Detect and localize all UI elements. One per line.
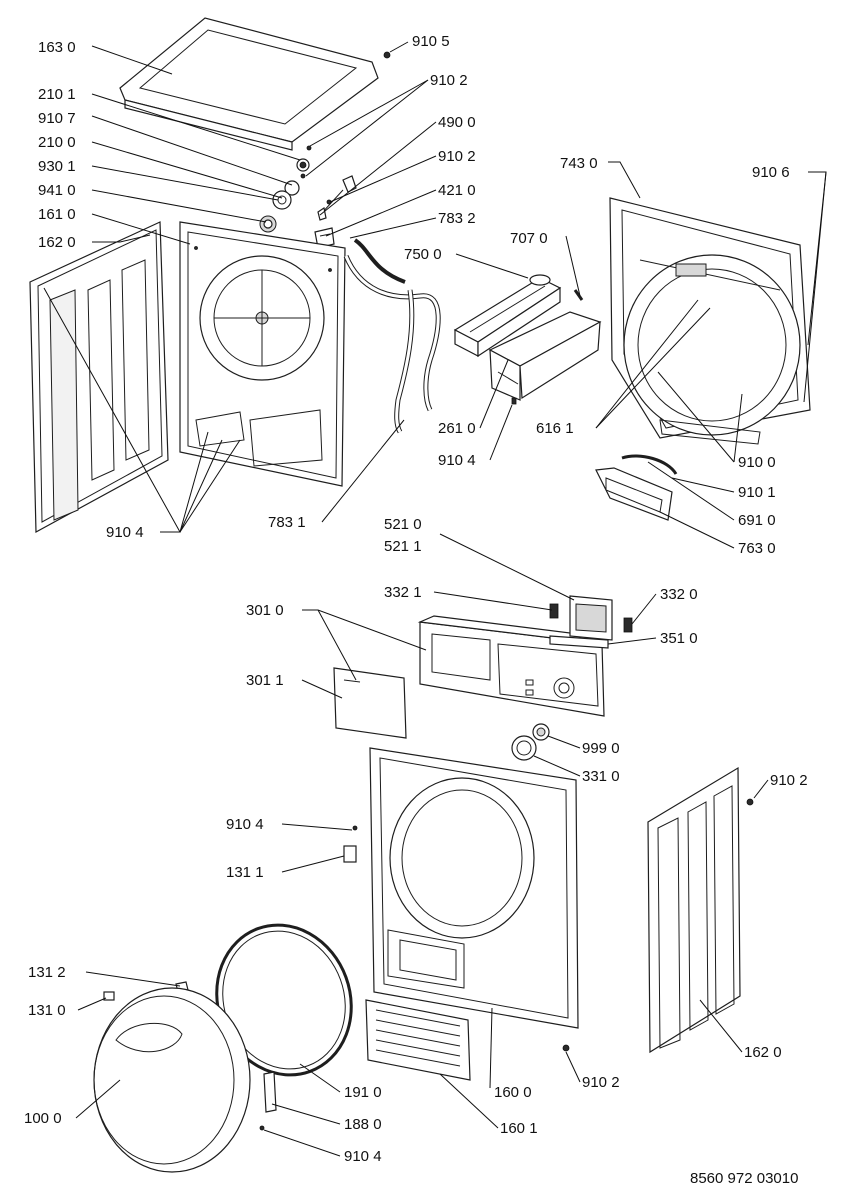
part-labels: 163 0 910 5 910 2 210 1 490 0 910 7 210 … [24, 33, 808, 1187]
screw-icon [306, 145, 312, 151]
part-label: 707 0 [510, 230, 548, 247]
part-label: 191 0 [344, 1084, 382, 1101]
part-label: 162 0 [744, 1044, 782, 1061]
side-panel-right [647, 766, 741, 1054]
part-label: 210 1 [38, 86, 76, 103]
part-label: 521 0 [384, 516, 422, 533]
part-label: 616 1 [536, 420, 574, 437]
part-label: 301 1 [246, 672, 284, 689]
part-label: 910 6 [752, 164, 790, 181]
part-label: 210 0 [38, 134, 76, 151]
part-label: 160 0 [494, 1084, 532, 1101]
part-label: 783 2 [438, 210, 476, 227]
part-label: 910 2 [582, 1074, 620, 1091]
part-label: 261 0 [438, 420, 476, 437]
part-label: 910 2 [438, 148, 476, 165]
clip-part [573, 289, 584, 301]
part-label: 421 0 [438, 182, 476, 199]
part-label: 331 0 [582, 768, 620, 785]
rear-side-panel-left [29, 221, 169, 533]
part-label: 910 4 [106, 524, 144, 541]
door-part [93, 987, 251, 1173]
screw-icon [383, 51, 391, 59]
front-frame-part [609, 197, 811, 445]
screw-icon [300, 173, 306, 179]
latch-part [103, 991, 115, 1001]
part-label: 100 0 [24, 1110, 62, 1127]
part-label: 750 0 [404, 246, 442, 263]
part-label: 161 0 [38, 206, 76, 223]
part-label: 160 1 [500, 1120, 538, 1137]
part-label: 941 0 [38, 182, 76, 199]
part-label: 490 0 [438, 114, 476, 131]
part-label: 332 1 [384, 584, 422, 601]
part-label: 131 1 [226, 864, 264, 881]
screw-icon [352, 825, 358, 831]
hose-parts [343, 238, 441, 434]
bearing-parts [259, 158, 310, 233]
part-label: 999 0 [582, 740, 620, 757]
electronic-board-part [549, 595, 633, 649]
part-label: 930 1 [38, 158, 76, 175]
part-label: 188 0 [344, 1116, 382, 1133]
screw-icon [746, 798, 754, 806]
screw-icon [562, 1044, 570, 1052]
part-label: 910 0 [738, 454, 776, 471]
part-label: 691 0 [738, 512, 776, 529]
document-number: 8560 972 03010 [690, 1170, 798, 1187]
part-label: 301 0 [246, 602, 284, 619]
grille-part [365, 999, 471, 1081]
part-label: 763 0 [738, 540, 776, 557]
handle-cover-part [333, 667, 407, 739]
part-label: 910 4 [438, 452, 476, 469]
part-label: 910 4 [226, 816, 264, 833]
tank-container-part [488, 311, 602, 405]
front-panel-part [369, 747, 579, 1029]
part-label: 910 5 [412, 33, 450, 50]
knob-part [511, 723, 550, 761]
part-label: 131 0 [28, 1002, 66, 1019]
part-label: 910 4 [344, 1148, 382, 1165]
water-tank-part [453, 274, 562, 358]
filter-parts [595, 454, 678, 521]
part-label: 163 0 [38, 39, 76, 56]
screw-icon [259, 1125, 265, 1131]
part-label: 131 2 [28, 964, 66, 981]
part-label: 332 0 [660, 586, 698, 603]
part-label: 162 0 [38, 234, 76, 251]
sensor-parts [314, 175, 357, 249]
back-panel-part [179, 221, 346, 487]
lock-part [343, 845, 357, 863]
hinge-part [263, 1071, 277, 1113]
part-label: 910 1 [738, 484, 776, 501]
leader-lines [43, 41, 827, 1157]
part-label: 783 1 [268, 514, 306, 531]
part-label: 910 7 [38, 110, 76, 127]
part-label: 743 0 [560, 155, 598, 172]
part-label: 910 2 [770, 772, 808, 789]
top-cover-part [119, 17, 379, 151]
part-label: 351 0 [660, 630, 698, 647]
part-label: 521 1 [384, 538, 422, 555]
part-label: 910 2 [430, 72, 468, 89]
